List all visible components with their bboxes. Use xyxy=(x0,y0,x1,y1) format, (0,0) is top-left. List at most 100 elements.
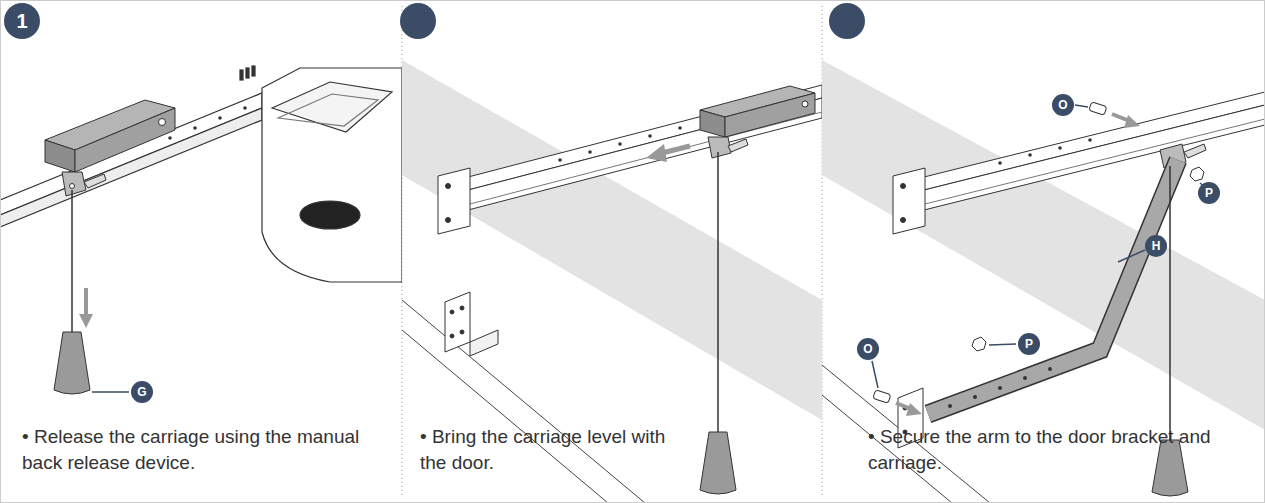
nut xyxy=(1190,167,1204,181)
rail-holes xyxy=(1088,138,1092,142)
pin xyxy=(873,390,922,416)
arm xyxy=(928,160,1178,414)
header-bracket xyxy=(901,218,906,223)
door-bracket xyxy=(445,292,470,352)
step-number: 1 xyxy=(4,3,40,39)
header-bracket xyxy=(446,184,451,189)
carriage xyxy=(75,108,175,172)
rail-holes xyxy=(678,126,682,130)
rail-holes xyxy=(193,126,197,130)
callout-letter: G xyxy=(131,381,153,403)
step-badge xyxy=(400,3,436,39)
slide-arrow xyxy=(662,146,690,153)
carriage xyxy=(70,184,75,189)
panel-three-art xyxy=(822,60,1264,502)
release-cord xyxy=(71,190,73,332)
panel-one-art xyxy=(1,66,402,394)
rail xyxy=(900,92,1264,196)
step-caption: • Secure the arm to the door bracket and… xyxy=(868,424,1253,475)
motor-unit xyxy=(300,201,360,229)
rail-holes xyxy=(558,158,562,162)
pin xyxy=(1089,102,1107,116)
rail-holes xyxy=(558,126,682,162)
rail-holes xyxy=(588,150,592,154)
step-badge xyxy=(829,3,865,39)
carriage xyxy=(159,119,166,126)
rail xyxy=(1,93,262,215)
rail-holes xyxy=(243,106,247,110)
callout-letter: H xyxy=(1145,235,1167,257)
rail-holes xyxy=(998,161,1002,165)
carriage xyxy=(728,139,748,152)
motor-unit xyxy=(252,66,255,76)
rail-holes xyxy=(168,106,247,140)
rail-holes xyxy=(218,116,222,120)
rail-holes xyxy=(998,138,1092,165)
header-bracket xyxy=(893,168,925,234)
release-cord xyxy=(1169,166,1171,440)
door-bracket xyxy=(460,306,464,310)
door-bracket xyxy=(460,330,464,334)
arm xyxy=(1023,376,1027,380)
pin xyxy=(906,403,922,416)
slide-arrow xyxy=(646,144,667,162)
carriage xyxy=(84,174,106,188)
carriage xyxy=(62,172,86,196)
door-bracket xyxy=(470,330,498,356)
carriage xyxy=(45,140,75,172)
panel-two-art xyxy=(402,60,822,502)
pin xyxy=(1124,115,1140,128)
header-bracket xyxy=(438,168,470,234)
arm xyxy=(1048,367,1052,371)
header-bracket xyxy=(446,218,451,223)
door-bracket xyxy=(450,310,454,314)
step-caption: • Bring the carriage level with the door… xyxy=(420,424,682,475)
door-bracket xyxy=(450,334,454,338)
release-handle xyxy=(700,432,736,494)
header-bracket xyxy=(893,168,925,234)
pull-arrow xyxy=(79,288,93,328)
motor-unit xyxy=(272,82,392,132)
callout-letter: O xyxy=(1052,94,1074,116)
carriage xyxy=(725,93,815,137)
callout-letter: P xyxy=(1198,182,1220,204)
carriage xyxy=(708,137,731,158)
release-cord xyxy=(717,152,719,432)
header-bracket xyxy=(438,168,470,234)
leader-line xyxy=(1075,105,1088,107)
rail-holes xyxy=(648,134,652,138)
leader-line xyxy=(92,391,129,393)
rail-holes xyxy=(618,142,622,146)
door-top xyxy=(822,60,1264,430)
arm xyxy=(948,367,1052,408)
slide-arrow xyxy=(646,144,690,162)
carriage xyxy=(1184,144,1206,158)
nut xyxy=(972,337,986,351)
pin xyxy=(1089,102,1140,128)
arm xyxy=(948,404,952,408)
pull-arrow xyxy=(84,288,88,316)
callout-letter: O xyxy=(857,338,879,360)
leader-line xyxy=(989,344,1016,345)
motor-unit xyxy=(240,70,243,80)
motor-unit xyxy=(262,68,402,282)
carriage xyxy=(802,101,808,107)
door-top xyxy=(402,60,822,420)
arm xyxy=(973,395,977,399)
rail-slot xyxy=(470,112,822,204)
rail-slot xyxy=(925,119,1264,204)
callout-letter: P xyxy=(1018,333,1040,355)
rail xyxy=(900,105,1264,216)
header-bracket xyxy=(901,184,906,189)
door-edge xyxy=(402,330,608,502)
step-caption: • Release the carriage using the manual … xyxy=(22,424,362,475)
leader-line xyxy=(1118,250,1145,262)
rail-holes xyxy=(1028,153,1032,157)
pin xyxy=(873,390,891,404)
arm xyxy=(998,386,1002,390)
rail-holes xyxy=(168,136,172,140)
arm xyxy=(928,160,1178,414)
motor-unit xyxy=(278,94,378,126)
